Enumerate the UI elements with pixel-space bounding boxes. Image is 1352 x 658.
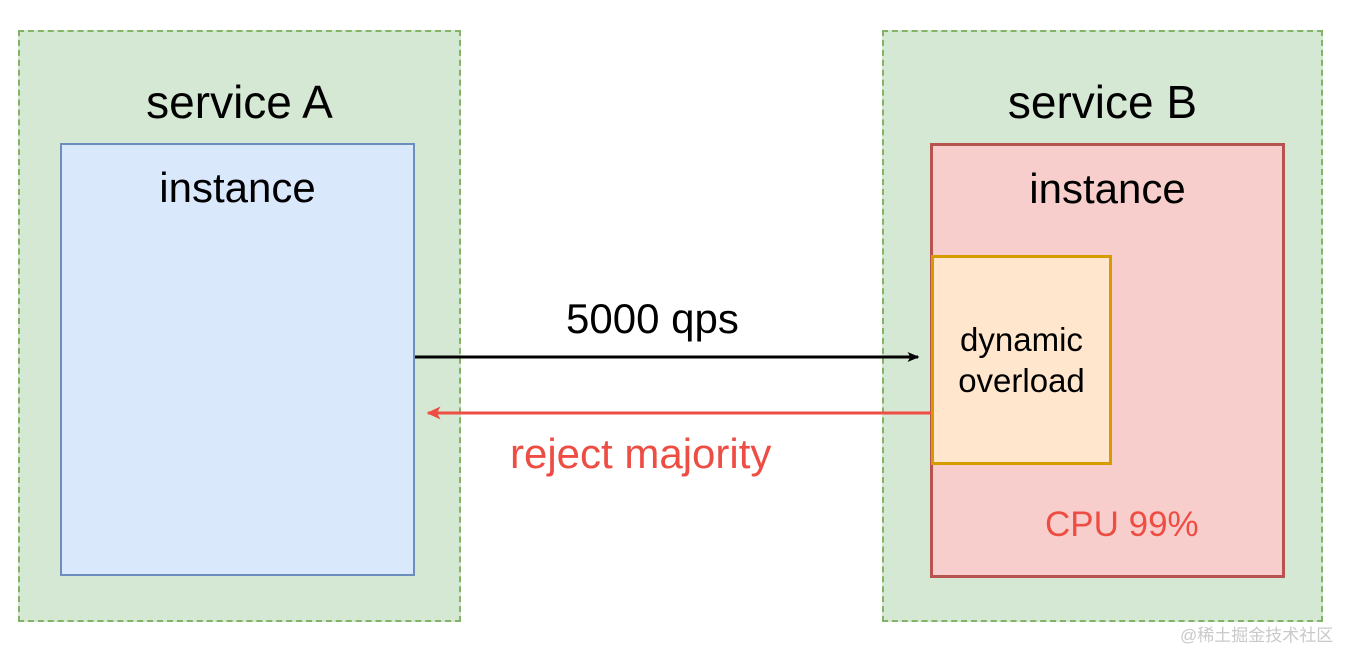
dynamic-overload-line-1: dynamic [960, 320, 1083, 358]
request-edge-label: 5000 qps [566, 295, 739, 342]
service-a-instance-box: instance [60, 143, 415, 576]
service-b-instance-label: instance [1029, 165, 1186, 212]
dynamic-overload-line-2: overload [958, 362, 1085, 399]
reject-edge-label: reject majority [510, 430, 772, 477]
watermark: @稀土掘金技术社区 [1180, 626, 1334, 645]
service-b-title: service B [1007, 76, 1198, 128]
cpu-status-badge: CPU 99% [1045, 505, 1199, 544]
dynamic-overload-box: dynamic overload [931, 255, 1112, 465]
service-a-title: service A [146, 76, 333, 128]
service-a-instance-label: instance [159, 164, 316, 211]
